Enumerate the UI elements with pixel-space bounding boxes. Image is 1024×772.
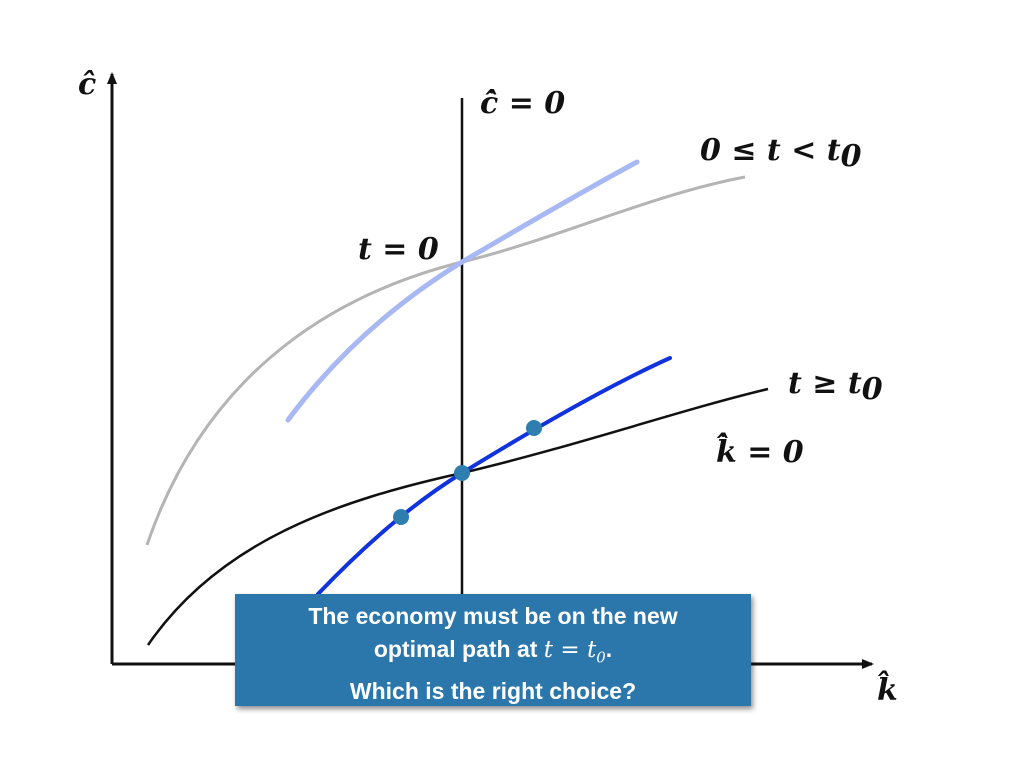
question-callout: The economy must be on the new optimal p… bbox=[235, 594, 751, 706]
callout-line-1: The economy must be on the new bbox=[308, 603, 678, 629]
old-k-dot-curve bbox=[145, 175, 746, 546]
c-dot-zero-label: ĉ̇ = 0 bbox=[480, 86, 565, 121]
point-steady-state[interactable] bbox=[454, 465, 470, 481]
label-t-zero: t = 0 bbox=[358, 232, 439, 267]
k-dot-zero-label: k̂̇ = 0 bbox=[716, 433, 804, 470]
label-new-period: t ≥ t0 bbox=[788, 366, 883, 407]
new-saddle-path bbox=[316, 356, 672, 596]
callout-line-3: Which is the right choice? bbox=[349, 677, 637, 704]
callout-line-2: optimal path at t = t0. bbox=[235, 633, 751, 675]
point-lower-choice[interactable] bbox=[393, 509, 409, 525]
callout-line-2-suffix: . bbox=[605, 636, 613, 662]
callout-math-t: t bbox=[543, 637, 554, 663]
callout-math-sub: 0 bbox=[596, 648, 606, 667]
callout-math-eq: = bbox=[553, 637, 587, 663]
x-axis-label: k̂ bbox=[877, 671, 898, 708]
label-initial-period: 0 ≤ t < t0 bbox=[700, 133, 862, 174]
label-initial-period-sub: 0 bbox=[841, 139, 862, 174]
label-new-period-sub: 0 bbox=[862, 372, 883, 407]
point-upper-choice[interactable] bbox=[526, 420, 542, 436]
y-axis-label: ĉ bbox=[78, 67, 96, 102]
callout-math-t0: t bbox=[586, 637, 597, 663]
label-initial-period-text: 0 ≤ t < t bbox=[700, 133, 841, 168]
label-new-period-text: t ≥ t bbox=[788, 366, 862, 401]
old-saddle-path bbox=[285, 159, 640, 423]
callout-line-2-prefix: optimal path at bbox=[373, 636, 544, 662]
